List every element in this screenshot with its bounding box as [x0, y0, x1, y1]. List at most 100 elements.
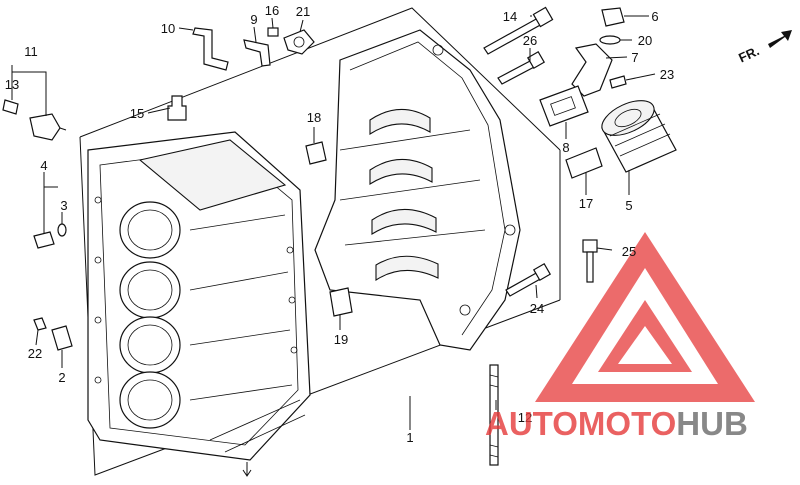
block-base-ribs	[209, 399, 306, 453]
crankcase-boss-2	[504, 224, 516, 236]
callout-16: 16	[265, 3, 279, 18]
part-22-bolt	[33, 317, 47, 331]
cylinder-bore-4-inner	[127, 379, 173, 421]
cylinder-bore-1-inner	[127, 209, 173, 251]
leader-15	[147, 107, 171, 114]
callout-8: 8	[562, 140, 569, 155]
callout-22: 22	[28, 346, 42, 361]
part-23-bolt	[609, 75, 627, 89]
part-11-pin	[59, 127, 67, 131]
callout-18: 18	[307, 110, 321, 125]
callout-25: 25	[622, 244, 636, 259]
part-5-filter-top	[601, 100, 655, 136]
crankcase-webs	[339, 129, 486, 246]
crankcase-boss-1	[432, 44, 444, 56]
watermark-text: AUTOMOTOHUB	[485, 405, 748, 442]
watermark-logo	[535, 232, 755, 402]
callout-11: 11	[24, 44, 38, 59]
leader-16	[271, 17, 274, 29]
crankcase	[314, 29, 521, 351]
part-19-dowel	[329, 287, 353, 317]
direction-indicator: FR.	[736, 30, 792, 66]
callout-15: 15	[130, 106, 144, 121]
watermark-hub: HUB	[676, 405, 748, 442]
outline-lower	[79, 136, 561, 476]
block-hole-5	[286, 246, 294, 254]
part-3-washer	[57, 223, 67, 237]
callout-3: 3	[60, 198, 67, 213]
part-7-filler	[571, 43, 613, 97]
outline-upper	[79, 7, 561, 151]
callout-13: 13	[5, 77, 19, 92]
leader-7	[605, 56, 628, 59]
leader-21	[299, 19, 304, 33]
part-21-sensor	[283, 29, 315, 55]
block-hole-7	[290, 346, 298, 354]
cylinder-bore-2-inner	[127, 269, 173, 311]
part-2-dowel	[51, 325, 73, 351]
logo-triangle-core	[618, 326, 672, 364]
part-15-plug	[167, 95, 187, 121]
block-hole-3	[94, 316, 102, 324]
block-webs	[189, 214, 293, 401]
small-parts	[2, 6, 677, 466]
leader-23	[625, 73, 656, 81]
block-hole-2	[94, 256, 102, 264]
block-hole-6	[288, 296, 296, 304]
part-26-bolt-head	[526, 50, 546, 70]
block-deck	[138, 139, 287, 211]
bearing-saddle-4	[375, 255, 439, 282]
part-26-bolt-shank	[497, 59, 537, 85]
part-9-bracket	[243, 39, 271, 67]
part-11-sensor	[29, 113, 61, 141]
watermark-auto: AUTO	[485, 405, 578, 442]
block-bottom-arrow	[242, 462, 252, 477]
part-25-bolt-shank	[586, 251, 594, 283]
block-hole-4	[94, 376, 102, 384]
part-21-sensor-port	[293, 36, 305, 48]
callout-9: 9	[250, 12, 257, 27]
callout-24: 24	[530, 301, 544, 316]
part-10-bracket	[192, 27, 229, 71]
callout-1: 1	[406, 430, 413, 445]
part-12-stud-thread	[489, 374, 499, 458]
part-14-bolt-head	[532, 6, 554, 28]
direction-label: FR.	[736, 43, 761, 65]
part-6-plug	[601, 7, 625, 27]
callout-20: 20	[638, 33, 652, 48]
bearing-saddle-1	[369, 108, 431, 135]
leader-25	[596, 247, 613, 251]
part-25-bolt-head	[582, 239, 598, 253]
part-8-gasket	[539, 85, 589, 127]
callout-17: 17	[579, 196, 593, 211]
callout-26: 26	[523, 33, 537, 48]
cylinder-bore-1	[119, 201, 181, 259]
callout-23: 23	[660, 67, 674, 82]
part-8-gasket-inner	[550, 96, 576, 116]
part-4-stud	[33, 231, 55, 249]
assembly-outline	[79, 7, 561, 476]
part-24-bolt-head	[532, 262, 552, 282]
crankcase-boss-3	[459, 304, 471, 316]
crankcase-body	[314, 29, 521, 351]
leader-22	[35, 329, 39, 346]
part-5-filter-ribs	[609, 113, 671, 157]
callout-12: 12	[518, 410, 532, 425]
callout-10: 10	[161, 21, 175, 36]
leader-4	[43, 172, 58, 188]
callout-14: 14	[503, 9, 517, 24]
part-16-bolt	[267, 27, 279, 37]
watermark-wordmark: AUTOMOTOHUB	[485, 405, 748, 442]
leader-9	[253, 26, 257, 43]
bearing-saddle-2	[369, 158, 433, 185]
cylinder-bore-3-inner	[127, 324, 173, 366]
leader-11	[11, 65, 47, 116]
part-17-nipple	[565, 147, 603, 179]
callout-7: 7	[631, 50, 638, 65]
leader-lines	[11, 15, 656, 430]
leader-24	[535, 284, 538, 299]
crankcase-inner-edge	[349, 41, 506, 336]
callout-19: 19	[334, 332, 348, 347]
part-12-stud	[489, 364, 499, 466]
